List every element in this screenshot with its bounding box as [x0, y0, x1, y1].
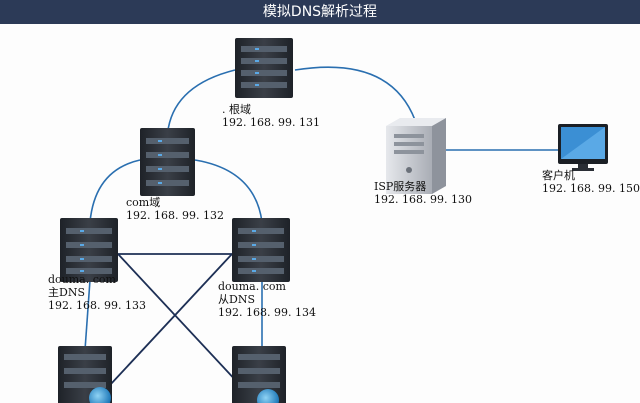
link-com-master	[89, 159, 141, 223]
bottom-left-web-server-icon	[58, 346, 112, 403]
bottom-right-web-server-icon	[232, 346, 286, 403]
root-name: . 根域	[222, 103, 251, 116]
curved-links	[84, 66, 416, 351]
isp-label: ISP服务器 192. 168. 99. 130	[374, 180, 472, 206]
slave-role: 从DNS	[218, 293, 255, 306]
globe-icon	[89, 387, 111, 403]
link-com-slave	[194, 159, 263, 223]
root-label: . 根域 192. 168. 99. 131	[222, 103, 320, 129]
client-name: 客户机	[542, 169, 575, 182]
slave-dns-label: douma. com 从DNS 192. 168. 99. 134	[218, 280, 316, 319]
slave-domain: douma. com	[218, 280, 286, 293]
slave-dns-server-icon	[232, 218, 290, 282]
straight-links	[109, 149, 560, 386]
com-name: com域	[126, 196, 161, 209]
link-master-to-bottom-right	[117, 253, 241, 386]
network-diagram	[58, 38, 608, 403]
client-label: 客户机 192. 168. 99. 150	[542, 169, 640, 195]
link-master-bottom-left	[84, 279, 91, 351]
com-server-icon	[140, 128, 195, 196]
globe-icon	[257, 389, 279, 403]
link-root-com	[167, 69, 236, 131]
master-dns-server-icon	[60, 218, 118, 282]
root-server-icon	[235, 38, 293, 98]
client-monitor-icon	[558, 124, 608, 171]
root-ip: 192. 168. 99. 131	[222, 116, 320, 129]
isp-server-icon	[386, 118, 446, 194]
master-dns-label: douma. com 主DNS 192. 168. 99. 133	[48, 273, 146, 312]
master-role: 主DNS	[48, 286, 85, 299]
page-title: 模拟DNS解析过程	[0, 0, 640, 24]
link-root-isp	[294, 66, 416, 121]
slave-ip: 192. 168. 99. 134	[218, 306, 316, 319]
isp-name: ISP服务器	[374, 180, 427, 193]
link-slave-to-bottom-left	[109, 253, 233, 386]
master-ip: 192. 168. 99. 133	[48, 299, 146, 312]
com-label: com域 192. 168. 99. 132	[126, 196, 224, 222]
isp-ip: 192. 168. 99. 130	[374, 193, 472, 206]
client-ip: 192. 168. 99. 150	[542, 182, 640, 195]
master-domain: douma. com	[48, 273, 116, 286]
com-ip: 192. 168. 99. 132	[126, 209, 224, 222]
